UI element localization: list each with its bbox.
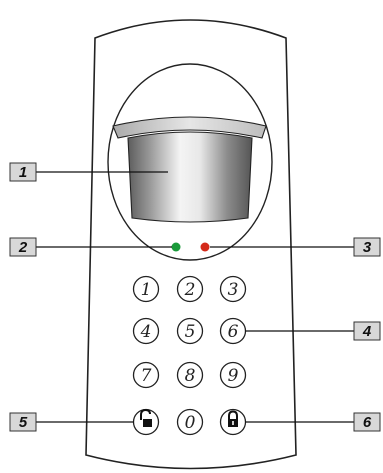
key-7[interactable]: 7 [132,361,160,389]
key-3[interactable]: 3 [219,275,247,303]
key-2-label: 2 [184,280,196,300]
keypad: 1 2 3 4 5 6 7 8 [132,275,247,436]
key-2[interactable]: 2 [176,275,204,303]
led-red [200,242,210,252]
callout-4-label: 4 [362,323,372,340]
key-unlock[interactable] [132,408,160,436]
key-lock[interactable] [219,408,247,436]
key-6-label: 6 [228,322,239,342]
key-6[interactable]: 6 [219,317,247,345]
callout-1-label: 1 [19,164,27,181]
key-7-label: 7 [141,366,152,386]
led-green [171,242,181,252]
key-9[interactable]: 9 [219,361,247,389]
key-5-label: 5 [185,322,196,342]
callout-2-label: 2 [18,239,28,256]
callout-5-label: 5 [19,414,28,431]
callout-1: 1 [9,162,37,182]
callout-2: 2 [9,237,37,257]
key-3-label: 3 [228,280,239,300]
lock-icon [228,410,238,427]
key-1[interactable]: 1 [132,275,160,303]
key-0[interactable]: 0 [176,408,204,436]
sensor-window [112,116,267,223]
key-4[interactable]: 4 [132,317,160,345]
callout-3: 3 [353,237,381,257]
callout-6-label: 6 [363,414,372,431]
key-1-label: 1 [141,280,152,300]
key-5[interactable]: 5 [176,317,204,345]
callout-4: 4 [353,321,381,341]
key-0-label: 0 [185,413,196,433]
callout-3-label: 3 [363,239,372,256]
callout-6: 6 [353,412,381,432]
unlock-icon [140,408,152,427]
key-4-label: 4 [140,322,152,342]
key-9-label: 9 [228,366,239,386]
key-8-label: 8 [185,366,196,386]
key-8[interactable]: 8 [176,361,204,389]
callout-5: 5 [9,412,37,432]
leader-lines [36,171,354,423]
